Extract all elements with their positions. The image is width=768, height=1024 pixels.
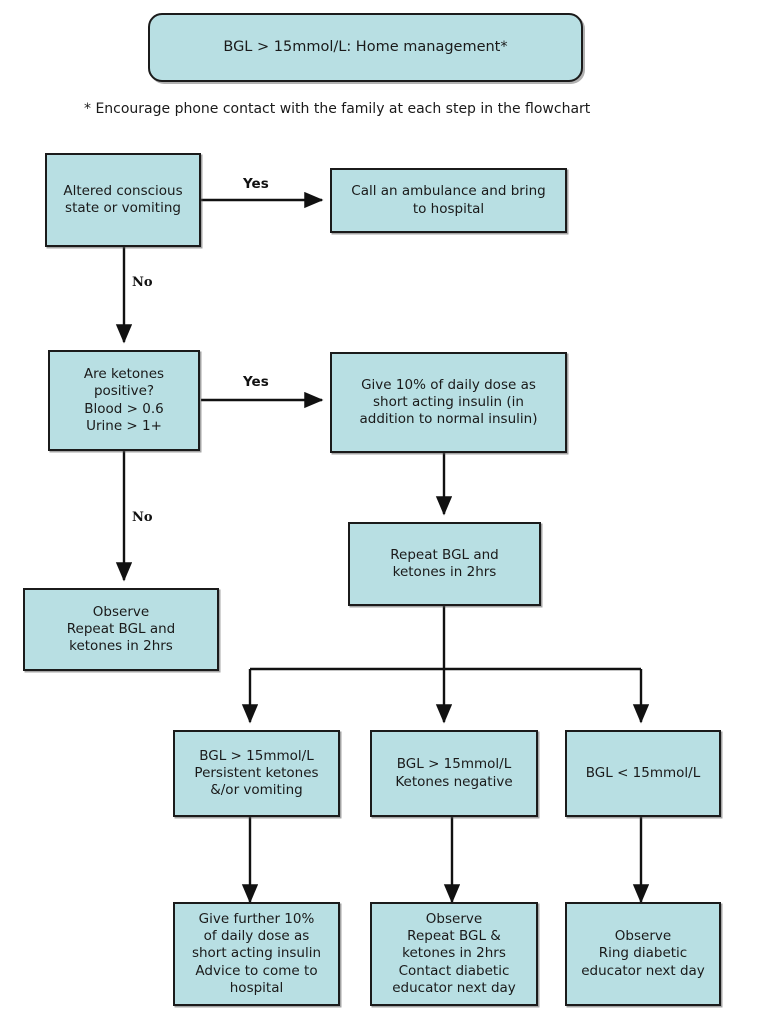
edge-label-no-middle: No xyxy=(132,510,153,525)
edge-label-yes-middle: Yes xyxy=(243,374,269,390)
node-outcome-persistent-ketones: BGL > 15mmol/L Persistent ketones &/or v… xyxy=(173,730,340,817)
node-action-give-further-insulin: Give further 10% of daily dose as short … xyxy=(173,902,340,1006)
footnote-text: * Encourage phone contact with the famil… xyxy=(84,101,591,117)
edge-label-yes-top: Yes xyxy=(243,176,269,192)
node-action-observe-ring-educator: Observe Ring diabetic educator next day xyxy=(565,902,721,1006)
node-outcome-bgl-below-15: BGL < 15mmol/L xyxy=(565,730,721,817)
node-title-box: BGL > 15mmol/L: Home management* xyxy=(148,13,583,82)
node-action-observe-contact-educator: Observe Repeat BGL & ketones in 2hrs Con… xyxy=(370,902,538,1006)
edge-label-no-top: No xyxy=(132,275,153,290)
node-repeat-bgl-and-ketones: Repeat BGL and ketones in 2hrs xyxy=(348,522,541,606)
node-observe-repeat-bgl-left: Observe Repeat BGL and ketones in 2hrs xyxy=(23,588,219,671)
node-altered-conscious-state: Altered conscious state or vomiting xyxy=(45,153,201,247)
node-call-ambulance: Call an ambulance and bring to hospital xyxy=(330,168,567,233)
node-outcome-ketones-negative: BGL > 15mmol/L Ketones negative xyxy=(370,730,538,817)
node-are-ketones-positive: Are ketones positive? Blood > 0.6 Urine … xyxy=(48,350,200,451)
node-give-10-percent-insulin: Give 10% of daily dose as short acting i… xyxy=(330,352,567,453)
